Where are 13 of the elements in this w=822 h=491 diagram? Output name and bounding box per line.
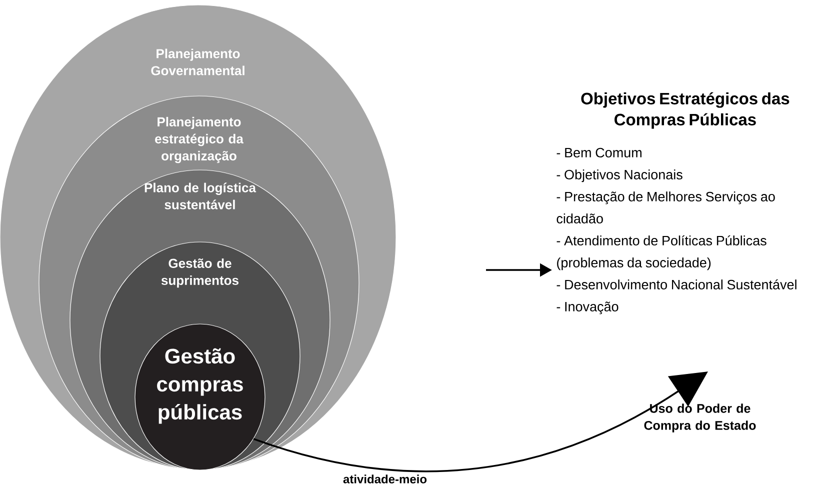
ring-label: Gestão compras públicas: [157, 348, 243, 424]
heading: Objetivos Estratégicos das Compras Públicas: [581, 92, 790, 129]
list-item: - Inovação: [556, 302, 618, 314]
list-item: - Desenvolvimento Nacional Sustentável: [556, 279, 796, 290]
list-item: - Objetivos Nacionais: [556, 170, 682, 182]
ring-label: Planejamento estratégico da organização: [155, 116, 244, 164]
edge-label: atividade-meio: [342, 474, 428, 484]
ring-label: Planejamento Governamental: [151, 48, 244, 76]
ring-label: Plano de logística sustentável: [144, 182, 256, 210]
list-item: - Atendimento de Políticas Públicas (problemas da sociedade): [556, 235, 766, 270]
list-item: - Bem Comum: [556, 148, 642, 158]
ring-label: Gestão de suprimentos: [161, 258, 238, 288]
list-item: - Prestação de Melhores Serviços ao cidadão: [556, 192, 775, 224]
